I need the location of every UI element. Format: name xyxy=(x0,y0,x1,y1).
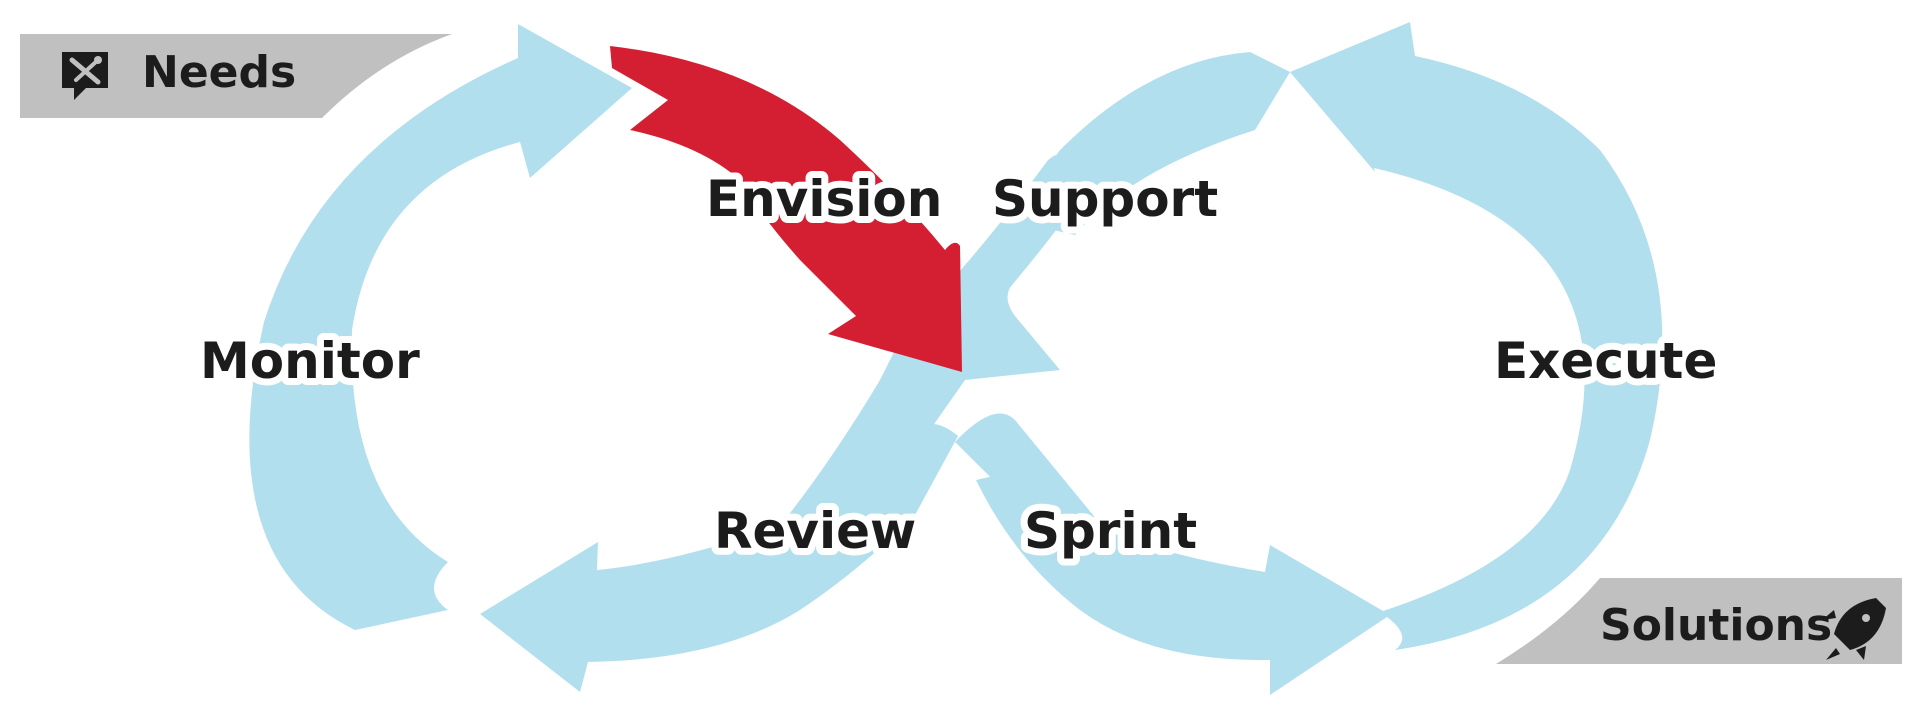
needs-label: Needs xyxy=(142,47,296,98)
solutions-label: Solutions xyxy=(1600,600,1832,651)
stage-label-support: Support xyxy=(992,170,1218,228)
stage-label-execute: Execute xyxy=(1494,332,1717,390)
rocket-icon xyxy=(1822,598,1886,660)
needs-banner: Needs xyxy=(20,34,452,118)
stage-label-envision: Envision xyxy=(706,170,942,228)
stage-label-sprint: Sprint xyxy=(1024,502,1197,560)
crossing-band-down xyxy=(955,413,1130,572)
solutions-banner: Solutions xyxy=(1496,578,1902,664)
solutions-banner-shape xyxy=(1496,578,1902,664)
stage-label-monitor: Monitor xyxy=(200,332,420,390)
left-loop-arrows xyxy=(249,24,958,692)
cycle-arrow-monitor-to-envision xyxy=(249,24,632,630)
envision-highlight-arrow xyxy=(610,46,962,372)
needs-banner-shape xyxy=(20,34,452,118)
cycle-arrow-support-to-execute xyxy=(1290,22,1663,650)
stage-label-review: Review xyxy=(714,502,916,560)
tools-chat-icon xyxy=(62,52,108,100)
cycle-arrow-review-to-monitor xyxy=(480,423,958,692)
